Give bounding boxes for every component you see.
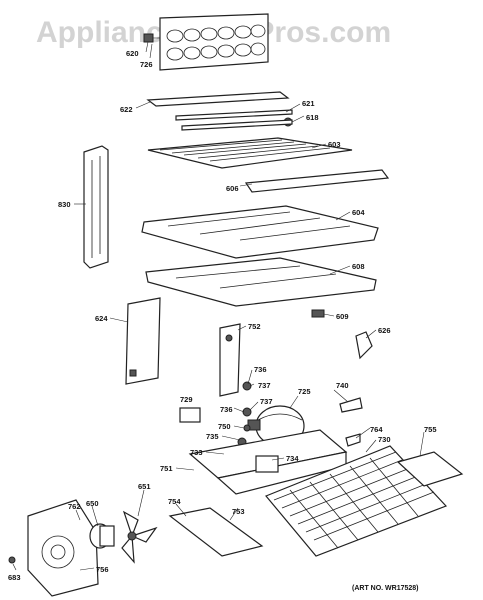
label-755: 755	[424, 425, 437, 434]
pad-754	[168, 507, 264, 557]
part-labels: 620 726 622 621 618 603 606 830 604 608 …	[8, 49, 437, 582]
evaporator-assembly	[143, 13, 269, 71]
label-751: 751	[160, 464, 173, 473]
panel-624	[125, 297, 161, 385]
label-606: 606	[226, 184, 239, 193]
label-735: 735	[206, 432, 219, 441]
label-621: 621	[302, 99, 315, 108]
part-626	[355, 331, 373, 360]
part-740	[339, 397, 363, 413]
label-620: 620	[126, 49, 139, 58]
label-683: 683	[8, 573, 21, 582]
label-740: 740	[336, 381, 349, 390]
fan-shroud	[27, 499, 99, 597]
label-624: 624	[95, 314, 108, 323]
bracket-752	[219, 323, 241, 397]
label-762: 762	[68, 502, 81, 511]
leader-lines	[12, 41, 425, 571]
label-609: 609	[336, 312, 349, 321]
shelf-603	[147, 137, 353, 169]
label-626: 626	[378, 326, 391, 335]
fan-motor-650	[89, 523, 115, 549]
label-651: 651	[138, 482, 151, 491]
label-754: 754	[168, 497, 181, 506]
label-604: 604	[352, 208, 365, 217]
screw-683	[8, 556, 16, 564]
label-603: 603	[328, 140, 341, 149]
label-750: 750	[218, 422, 231, 431]
label-725: 725	[298, 387, 311, 396]
label-733: 733	[190, 448, 203, 457]
evaporator-cover-bar	[146, 91, 293, 131]
part-609	[311, 309, 325, 318]
condenser-730	[265, 445, 448, 557]
pad-755	[396, 451, 464, 487]
label-729: 729	[180, 395, 193, 404]
label-756: 756	[96, 565, 109, 574]
label-753: 753	[232, 507, 245, 516]
label-737b: 737	[260, 397, 273, 406]
fan-blade-651	[121, 510, 158, 564]
label-736b: 736	[220, 405, 233, 414]
label-618: 618	[306, 113, 319, 122]
part-764	[345, 433, 361, 447]
label-650: 650	[86, 499, 99, 508]
label-730: 730	[378, 435, 391, 444]
pan-608	[145, 257, 377, 307]
duct-830	[83, 145, 109, 269]
label-752: 752	[248, 322, 261, 331]
rail-606	[244, 169, 390, 193]
label-830: 830	[58, 200, 71, 209]
label-608: 608	[352, 262, 365, 271]
label-764: 764	[370, 425, 383, 434]
label-736a: 736	[254, 365, 267, 374]
shelf-604	[141, 205, 379, 259]
label-622: 622	[120, 105, 133, 114]
label-737a: 737	[258, 381, 271, 390]
part-729	[179, 407, 201, 423]
label-726: 726	[140, 60, 153, 69]
label-734: 734	[286, 454, 299, 463]
art-number: (ART NO. WR17528)	[352, 585, 419, 592]
